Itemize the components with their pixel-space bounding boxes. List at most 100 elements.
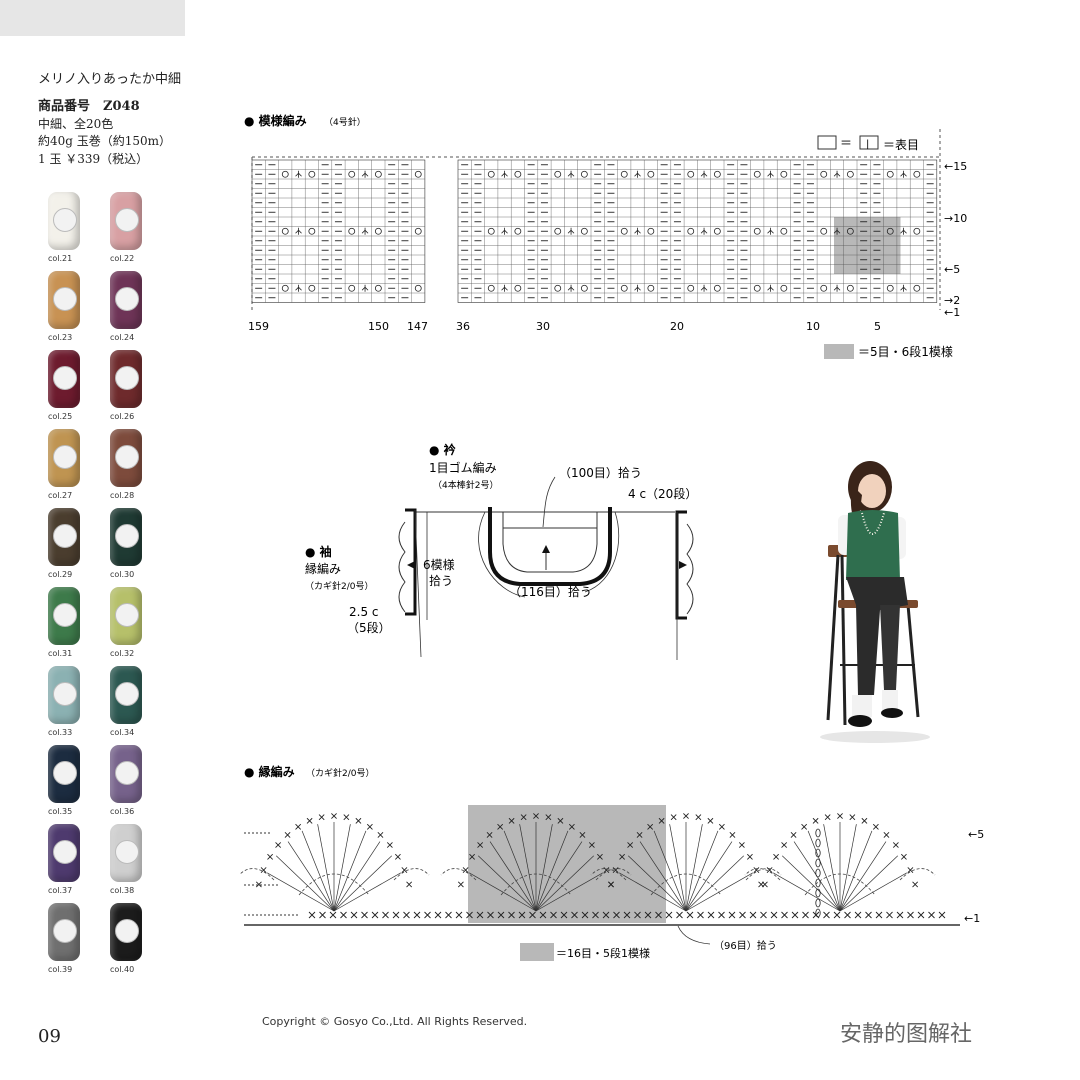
yarn-color-label: col.38 <box>110 886 135 895</box>
row-label-15: ←15 <box>944 160 967 173</box>
col-label-10: 10 <box>806 320 820 333</box>
col-label-30: 30 <box>536 320 550 333</box>
yarn-swatch: col.30 <box>110 508 220 586</box>
yarn-color-label: col.30 <box>110 570 135 579</box>
product-code: 商品番号 Z048 <box>38 99 140 114</box>
yarn-color-label: col.28 <box>110 491 135 500</box>
edging-repeat-note: ＝16目・5段1模様 <box>556 946 650 960</box>
col-label-150: 150 <box>368 320 389 333</box>
yarn-swatch: col.31 <box>48 587 158 665</box>
legend-empty-cell <box>817 135 837 150</box>
sleeve-hook: （カギ針2/0号） <box>305 580 374 592</box>
col-label-20: 20 <box>670 320 684 333</box>
sleeve-stitch: 縁編み <box>305 561 341 576</box>
yarn-ball-image <box>110 666 142 724</box>
repeat-swatch <box>824 344 854 359</box>
legend-text: ＝表目 <box>883 138 919 152</box>
copyright-text: Copyright © Gosyo Co.,Ltd. All Rights Re… <box>262 1015 528 1028</box>
col-label-159: 159 <box>248 320 269 333</box>
collar-pickup-top: （100目）拾う <box>559 465 642 480</box>
yarn-color-label: col.32 <box>110 649 135 658</box>
yarn-color-label: col.26 <box>110 412 135 421</box>
edging-row-1: ←1 <box>964 912 980 925</box>
yarn-ball-image <box>48 824 80 882</box>
col-label-5: 5 <box>874 320 881 333</box>
yarn-color-label: col.37 <box>48 886 73 895</box>
yarn-swatch: col.35 <box>48 745 158 823</box>
top-tab-block <box>0 0 185 36</box>
yarn-swatch: col.32 <box>110 587 220 665</box>
repeat-note: ＝5目・6段1模様 <box>858 344 953 359</box>
yarn-color-label: col.31 <box>48 649 73 658</box>
yarn-ball-image <box>110 745 142 803</box>
col-label-36: 36 <box>456 320 470 333</box>
yarn-swatch: col.38 <box>110 824 220 902</box>
yarn-color-label: col.24 <box>110 333 135 342</box>
finishing-diagram: ● 衿 1目ゴム編み （4本棒針2号） （100目）拾う 4 c（20段） （1… <box>305 442 697 660</box>
yarn-ball-image <box>48 350 80 408</box>
collar-depth: 4 c（20段） <box>628 486 697 501</box>
row-label-10: →10 <box>944 212 967 225</box>
sleeve-depth-1: 2.5 c <box>349 605 379 619</box>
yarn-color-label: col.35 <box>48 807 73 816</box>
yarn-swatch: col.33 <box>48 666 158 744</box>
yarn-ball-image <box>110 508 142 566</box>
yarn-color-label: col.23 <box>48 333 73 342</box>
edging-pickup: （96目）拾う <box>714 939 777 952</box>
yarn-color-label: col.39 <box>48 965 73 974</box>
sleeve-depth-2: （5段） <box>347 620 391 635</box>
knit-chart-subtitle: （4号針） <box>324 116 366 128</box>
yarn-color-label: col.36 <box>110 807 135 816</box>
yarn-ball-image <box>110 429 142 487</box>
yarn-color-label: col.40 <box>110 965 135 974</box>
edging-repeat-swatch <box>520 943 554 961</box>
edging-row-5: ←5 <box>968 828 984 841</box>
collar-needle: （4本棒針2号） <box>433 479 498 491</box>
yarn-color-label: col.27 <box>48 491 73 500</box>
yarn-swatch: col.27 <box>48 429 158 507</box>
yarn-swatch: col.34 <box>110 666 220 744</box>
yarn-swatch: col.29 <box>48 508 158 586</box>
yarn-swatch: col.24 <box>110 271 220 349</box>
yarn-ball-image <box>110 271 142 329</box>
collar-title: ● 衿 <box>429 442 456 457</box>
yarn-ball-image <box>48 587 80 645</box>
yarn-ball-image <box>110 903 142 961</box>
product-price: 1 玉 ￥339（税込） <box>38 152 149 166</box>
yarn-ball-image <box>48 271 80 329</box>
yarn-swatch: col.28 <box>110 429 220 507</box>
yarn-ball-image <box>48 903 80 961</box>
yarn-ball-image <box>48 429 80 487</box>
row-label-5: ←5 <box>944 263 960 276</box>
col-label-147: 147 <box>407 320 428 333</box>
yarn-swatch: col.25 <box>48 350 158 428</box>
knit-pattern-chart: ● 模様編み （4号針） ＝ | ＝表目 ←15 →10 ←5 →2 ←1 15… <box>244 113 967 359</box>
yarn-swatch: col.36 <box>110 745 220 823</box>
yarn-ball-image <box>48 745 80 803</box>
product-weight: 中細、全20色 <box>38 117 114 131</box>
knit-chart-title: ● 模様編み <box>244 113 307 128</box>
edging-subtitle: （カギ針2/0号） <box>306 767 375 779</box>
model-photo <box>820 461 930 743</box>
yarn-color-label: col.21 <box>48 254 73 263</box>
sleeve-pickup-1: 6模様 <box>423 558 455 572</box>
row-label-2: →2 <box>944 294 960 307</box>
edging-title: ● 縁編み <box>244 764 295 779</box>
yarn-swatch: col.23 <box>48 271 158 349</box>
legend-equal: ＝ <box>840 136 852 150</box>
yarn-swatch: col.39 <box>48 903 158 981</box>
legend-knit-symbol: | <box>866 139 869 150</box>
sleeve-title: ● 袖 <box>305 544 332 559</box>
product-size: 約40g 玉巻（約150m） <box>38 134 172 148</box>
edging-stitches <box>240 813 946 919</box>
watermark-text: 安静的图解社 <box>840 1022 973 1047</box>
knit-grid <box>251 159 938 303</box>
page-number: 09 <box>38 1026 61 1047</box>
yarn-swatch: col.21 <box>48 192 158 270</box>
yarn-ball-image <box>110 192 142 250</box>
collar-pickup-bottom: （116目）拾う <box>509 584 592 599</box>
yarn-color-label: col.25 <box>48 412 73 421</box>
sleeve-pickup-2: 拾う <box>429 573 453 588</box>
edging-chart: ● 縁編み （カギ針2/0号） ←5 ←1 （96目）拾う ＝16目・5段1模様 <box>240 764 984 961</box>
yarn-color-label: col.33 <box>48 728 73 737</box>
